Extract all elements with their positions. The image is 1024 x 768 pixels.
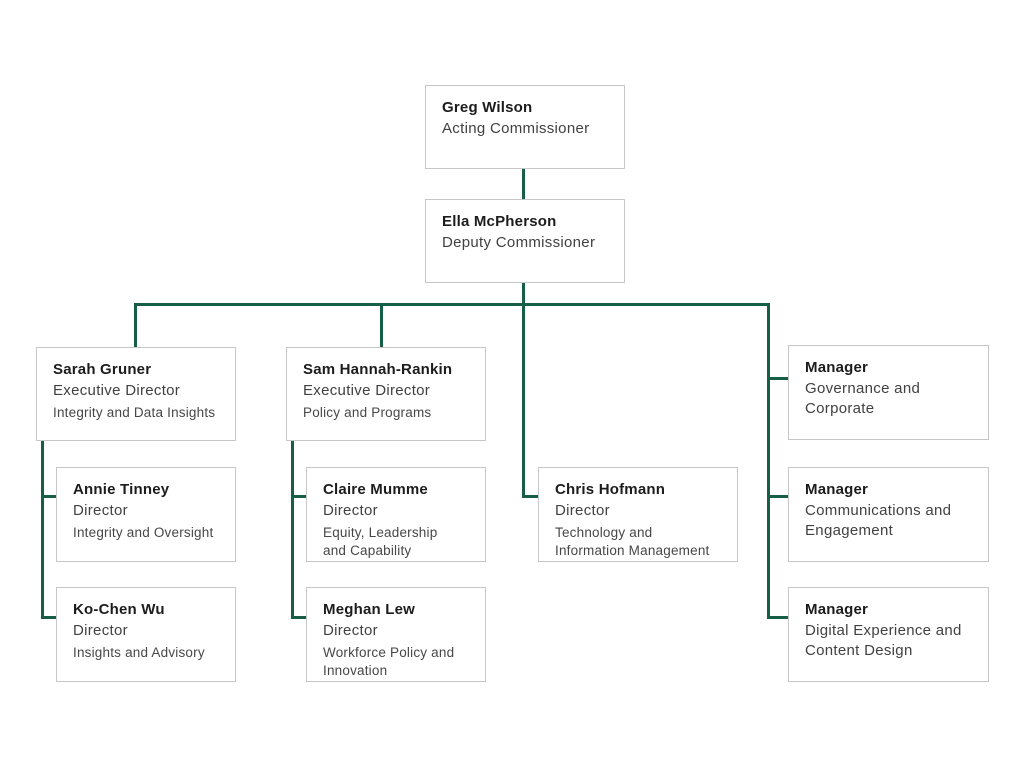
person-role: Digital Experience and Content Design	[805, 622, 962, 659]
person-dept: Equity, Leadership and Capability	[323, 524, 438, 558]
connector-stub-meghan	[291, 616, 306, 619]
person-role: Director	[73, 622, 128, 639]
person-name: Greg Wilson	[442, 99, 533, 116]
person-role: Director	[323, 502, 378, 519]
person-name: Sarah Gruner	[53, 361, 152, 378]
person-dept: Technology and Information Management	[555, 524, 710, 558]
person-dept: Insights and Advisory	[73, 644, 205, 660]
person-role: Communications and Engagement	[805, 502, 952, 539]
org-node-director-equity: Claire Mumme Director Equity, Leadership…	[306, 467, 486, 562]
connector-ella-trunk	[522, 283, 525, 498]
person-name: Chris Hofmann	[555, 481, 666, 498]
person-name: Annie Tinney	[73, 481, 170, 498]
connector-mid-vertical	[291, 441, 294, 619]
connector-stub-manager-communications	[767, 495, 788, 498]
connector-stub-claire	[291, 495, 306, 498]
org-node-manager-governance: Manager Governance and Corporate	[788, 345, 989, 440]
person-dept: Workforce Policy and Innovation	[323, 644, 455, 678]
person-dept: Integrity and Data Insights	[53, 404, 216, 420]
person-role: Acting Commissioner	[442, 120, 590, 137]
org-node-director-technology: Chris Hofmann Director Technology and In…	[538, 467, 738, 562]
connector-main-horizontal	[134, 303, 770, 306]
person-name: Sam Hannah-Rankin	[303, 361, 453, 378]
org-node-ed-policy: Sam Hannah-Rankin Executive Director Pol…	[286, 347, 486, 441]
person-name: Claire Mumme	[323, 481, 428, 498]
person-dept: Integrity and Oversight	[73, 524, 214, 540]
connector-stub-chris	[522, 495, 538, 498]
connector-stub-manager-digital	[767, 616, 788, 619]
person-dept: Policy and Programs	[303, 404, 432, 420]
person-role: Director	[73, 502, 128, 519]
person-name: Manager	[805, 359, 869, 376]
connector-greg-ella	[522, 169, 525, 199]
person-name: Ko-Chen Wu	[73, 601, 165, 618]
org-node-manager-digital: Manager Digital Experience and Content D…	[788, 587, 989, 682]
org-node-acting-commissioner: Greg Wilson Acting Commissioner	[425, 85, 625, 169]
connector-stub-annie	[41, 495, 56, 498]
connector-stub-manager-governance	[767, 377, 788, 380]
org-node-ed-integrity: Sarah Gruner Executive Director Integrit…	[36, 347, 236, 441]
connector-left-vertical	[41, 441, 44, 619]
org-node-director-workforce: Meghan Lew Director Workforce Policy and…	[306, 587, 486, 682]
connector-stub-kochen	[41, 616, 56, 619]
person-role: Executive Director	[53, 382, 181, 399]
connector-drop-sam	[380, 303, 383, 347]
person-role: Governance and Corporate	[805, 380, 921, 417]
org-node-deputy-commissioner: Ella McPherson Deputy Commissioner	[425, 199, 625, 283]
person-name: Meghan Lew	[323, 601, 416, 618]
person-name: Manager	[805, 601, 869, 618]
connector-drop-sarah	[134, 303, 137, 347]
org-node-manager-communications: Manager Communications and Engagement	[788, 467, 989, 562]
person-name: Ella McPherson	[442, 213, 557, 230]
person-role: Director	[555, 502, 610, 519]
person-role: Deputy Commissioner	[442, 234, 596, 251]
person-role: Executive Director	[303, 382, 431, 399]
connector-right-vertical	[767, 303, 770, 619]
org-node-director-insights: Ko-Chen Wu Director Insights and Advisor…	[56, 587, 236, 682]
person-role: Director	[323, 622, 378, 639]
person-name: Manager	[805, 481, 869, 498]
org-node-director-integrity-oversight: Annie Tinney Director Integrity and Over…	[56, 467, 236, 562]
